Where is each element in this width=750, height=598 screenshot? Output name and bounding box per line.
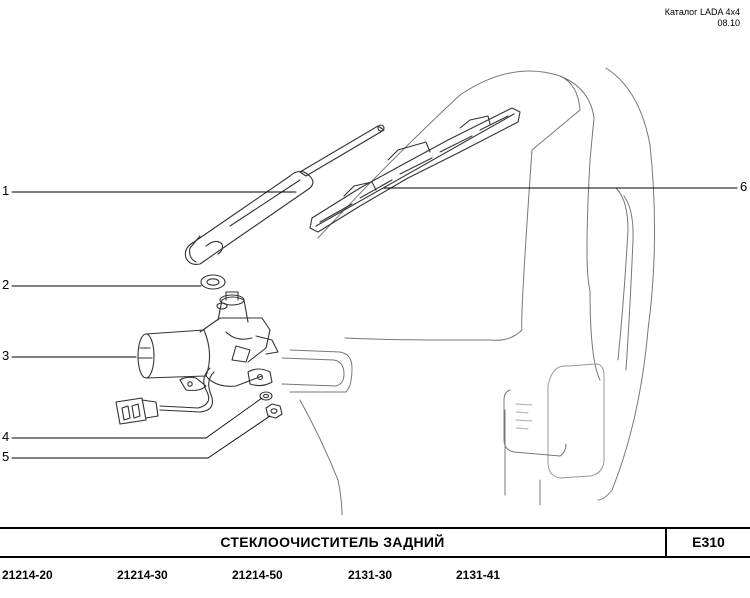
callout-3: 3 bbox=[2, 348, 10, 363]
nut-drawing bbox=[265, 403, 283, 419]
callout-1: 1 bbox=[2, 183, 10, 198]
catalog-header: Каталог LADA 4x4 08.10 bbox=[665, 7, 740, 29]
model-item: 2131-41 bbox=[456, 568, 501, 582]
model-item: 21214-50 bbox=[232, 568, 283, 582]
wiper-arm-drawing bbox=[184, 124, 385, 265]
wiper-motor-drawing bbox=[115, 291, 279, 425]
model-item: 21214-20 bbox=[2, 568, 53, 582]
diagram-code: E310 bbox=[692, 534, 725, 550]
model-item: 21214-30 bbox=[117, 568, 168, 582]
seal-ring-drawing bbox=[200, 274, 226, 290]
diagram-title: СТЕКЛООЧИСТИТЕЛЬ ЗАДНИЙ bbox=[220, 534, 445, 550]
exploded-diagram bbox=[11, 67, 738, 516]
callout-2: 2 bbox=[2, 277, 10, 292]
washer-drawing bbox=[259, 391, 273, 401]
callout-6: 6 bbox=[740, 179, 748, 194]
catalog-date: 08.10 bbox=[717, 18, 740, 28]
catalog-name: Каталог LADA 4x4 bbox=[664, 7, 740, 17]
callout-4: 4 bbox=[2, 429, 10, 444]
title-bar: СТЕКЛООЧИСТИТЕЛЬ ЗАДНИЙ E310 bbox=[0, 527, 750, 558]
callout-5: 5 bbox=[2, 449, 10, 464]
vehicle-body-outline bbox=[281, 67, 656, 516]
title-divider bbox=[665, 529, 667, 556]
model-item: 2131-30 bbox=[348, 568, 393, 582]
model-list: 21214-20 21214-30 21214-50 2131-30 2131-… bbox=[0, 568, 750, 588]
wiper-blade-drawing bbox=[309, 107, 521, 233]
leader-lines bbox=[11, 187, 738, 459]
